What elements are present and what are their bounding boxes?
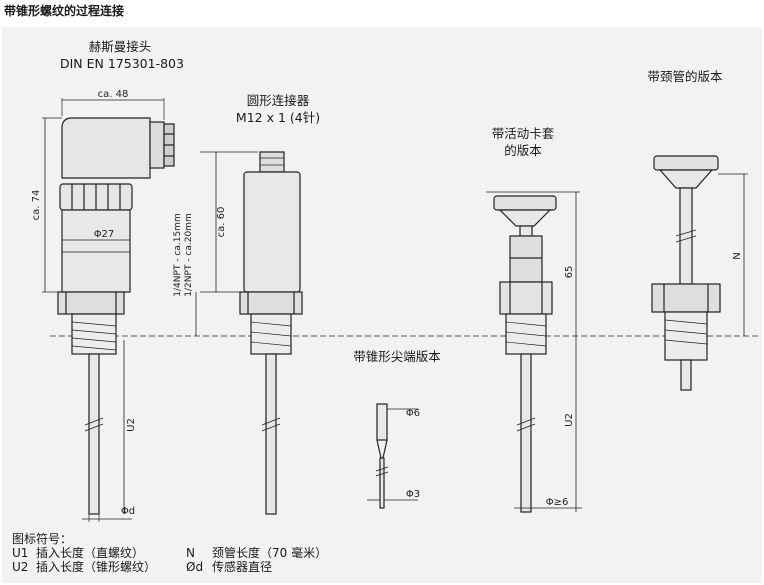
dim-npt14: 1/4NPT - ca.15mm xyxy=(173,213,183,296)
dim-dia27: Φ27 xyxy=(94,229,115,240)
label-round-connector: 圆形连接器 M12 x 1 (4针) xyxy=(235,93,321,125)
dim-npt12: 1/2NPT - ca.20mm xyxy=(184,213,194,296)
label-neck-version: 带颈管的版本 xyxy=(647,69,723,84)
dim-n: N xyxy=(732,252,743,259)
label-compression-fitting: 带活动卡套 的版本 xyxy=(491,126,555,158)
legend-heading: 图标符号： xyxy=(12,532,73,546)
label-hirschmann: 赫斯曼接头 DIN EN 175301-803 xyxy=(60,39,184,71)
label-tapered-tip: 带锥形尖端版本 xyxy=(353,349,441,364)
dim-phi6: Φ6 xyxy=(406,408,420,419)
sensor-m12 xyxy=(195,151,303,515)
sensor-hirschmann xyxy=(42,98,175,522)
tapered-tip-detail xyxy=(367,403,418,509)
dim-ca48: ca. 48 xyxy=(98,89,129,100)
page-title: 带锥形螺纹的过程连接 xyxy=(4,4,125,18)
dim-ca74: ca. 74 xyxy=(31,190,42,221)
dim-phid: Φd xyxy=(121,506,135,517)
dim-phi3: Φ3 xyxy=(406,489,420,500)
dim-u2-right: U2 xyxy=(564,413,575,427)
dim-u2-left: U2 xyxy=(126,418,137,432)
dim-65: 65 xyxy=(564,266,575,279)
sensor-neck-tube xyxy=(651,155,748,391)
dim-ca60: ca. 60 xyxy=(216,207,227,238)
dim-phi-ge6: Φ≥6 xyxy=(546,497,569,508)
sensor-compression-fitting xyxy=(486,191,582,513)
